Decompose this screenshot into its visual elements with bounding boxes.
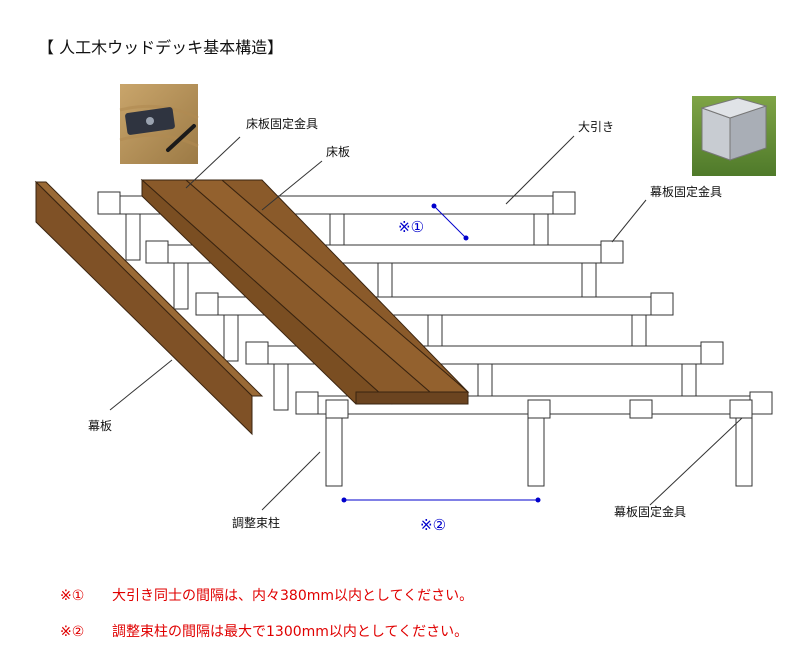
note-2-text: 調整束柱の間隔は最大で1300mm以内としてください。 bbox=[112, 624, 469, 640]
post-spacing-dimension bbox=[341, 497, 541, 503]
marker-1: ※① bbox=[398, 218, 424, 236]
note-post-spacing: ※② 調整束柱の間隔は最大で1300mm以内としてください。 bbox=[60, 621, 468, 641]
floorboards bbox=[140, 178, 470, 405]
label-adjustable-post: 調整束柱 bbox=[232, 515, 280, 530]
note-1-text: 大引き同士の間隔は、内々380mm以内としてください。 bbox=[112, 588, 474, 604]
page-title: 【 人工木ウッドデッキ基本構造】 bbox=[38, 38, 284, 57]
leader-lines bbox=[109, 135, 743, 511]
note-1-mark: ※① bbox=[60, 588, 85, 604]
fascia-board bbox=[34, 180, 264, 436]
label-fascia: 幕板 bbox=[88, 419, 112, 433]
marker-2: ※② bbox=[420, 516, 446, 534]
joist bbox=[295, 391, 773, 487]
note-joist-spacing: ※① 大引き同士の間隔は、内々380mm以内としてください。 bbox=[60, 585, 473, 605]
label-flooring-bracket: 床板固定金具 bbox=[246, 116, 318, 131]
flooring-bracket-photo bbox=[119, 84, 199, 164]
label-floorboard: 床板 bbox=[326, 145, 350, 159]
joist-spacing-dimension bbox=[431, 203, 469, 241]
label-fascia-bracket-bottom: 幕板固定金具 bbox=[614, 504, 686, 519]
fascia-bracket-photo bbox=[692, 96, 776, 176]
note-2-mark: ※② bbox=[60, 624, 85, 640]
label-fascia-bracket-top: 幕板固定金具 bbox=[650, 184, 722, 199]
label-joist: 大引き bbox=[578, 120, 614, 134]
